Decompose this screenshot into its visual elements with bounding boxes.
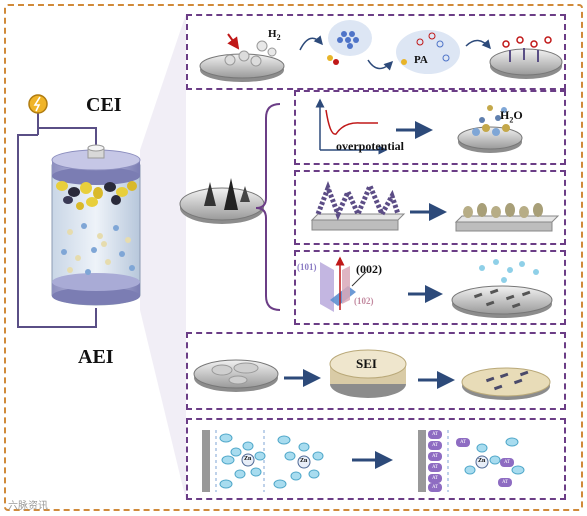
panel-overpotential	[294, 90, 566, 165]
panel-sei	[186, 332, 566, 410]
panel-solvation	[186, 418, 566, 500]
at-badge: AT	[500, 458, 514, 467]
dendrite-spikes	[315, 179, 401, 221]
at-badge: AT	[498, 478, 512, 487]
h2o-label: H2O	[500, 108, 523, 124]
h2-subscript: 2	[276, 33, 281, 43]
zoom-cone	[140, 14, 186, 500]
adsorbed-layer: AT AT AT AT AT AT	[428, 430, 442, 492]
h2o-o: O	[513, 108, 523, 122]
plane-102-label: (102)	[354, 296, 374, 306]
crystal-plane-illustration	[320, 256, 553, 318]
at-badge: AT	[428, 463, 442, 472]
at-badge: AT	[428, 474, 442, 483]
aei-label: AEI	[78, 346, 114, 368]
plane-002-label: (002)	[356, 262, 382, 276]
h2-label: H2	[268, 28, 281, 42]
panel-dendrite	[294, 170, 566, 245]
plane-101-label: (101)	[297, 262, 317, 272]
solvation-illustration	[202, 430, 525, 492]
panel-crystal-plane	[294, 250, 566, 325]
dendrite-suppression-illustration	[310, 179, 560, 232]
h2-text: H	[268, 28, 277, 40]
zn-label-mid: Zn	[300, 458, 308, 464]
at-badge: AT	[428, 441, 442, 450]
zn-label-right: Zn	[478, 458, 486, 464]
at-badge: AT	[428, 430, 442, 439]
electrolyte-ions	[61, 223, 135, 275]
overpotential-label: overpotential	[336, 139, 404, 153]
dendrite-disc	[179, 178, 265, 224]
circuit-wire	[37, 112, 97, 152]
sei-illustration	[193, 349, 551, 400]
at-badge: AT	[428, 483, 442, 492]
cathode-particles	[56, 181, 137, 210]
outer-frame	[4, 4, 583, 511]
her-illustration	[199, 20, 563, 82]
cei-label: CEI	[86, 94, 122, 116]
bulb-icon	[28, 94, 48, 114]
battery-cell	[17, 94, 141, 328]
zn-label-left: Zn	[244, 456, 252, 462]
overpotential-curve	[325, 109, 378, 135]
sei-label: SEI	[356, 356, 377, 371]
watermark: 六脉资讯	[8, 501, 48, 512]
bracket	[255, 103, 281, 311]
h2o-h: H	[500, 108, 510, 122]
pa-label: PA	[414, 54, 428, 66]
at-badge: AT	[456, 438, 470, 447]
at-badge: AT	[428, 452, 442, 461]
plane-102	[342, 266, 350, 304]
panel-hydrogen-evolution	[186, 14, 566, 90]
overpotential-illustration	[315, 98, 523, 155]
h2o-subscript: 2	[509, 115, 514, 125]
plane-101	[320, 262, 334, 312]
